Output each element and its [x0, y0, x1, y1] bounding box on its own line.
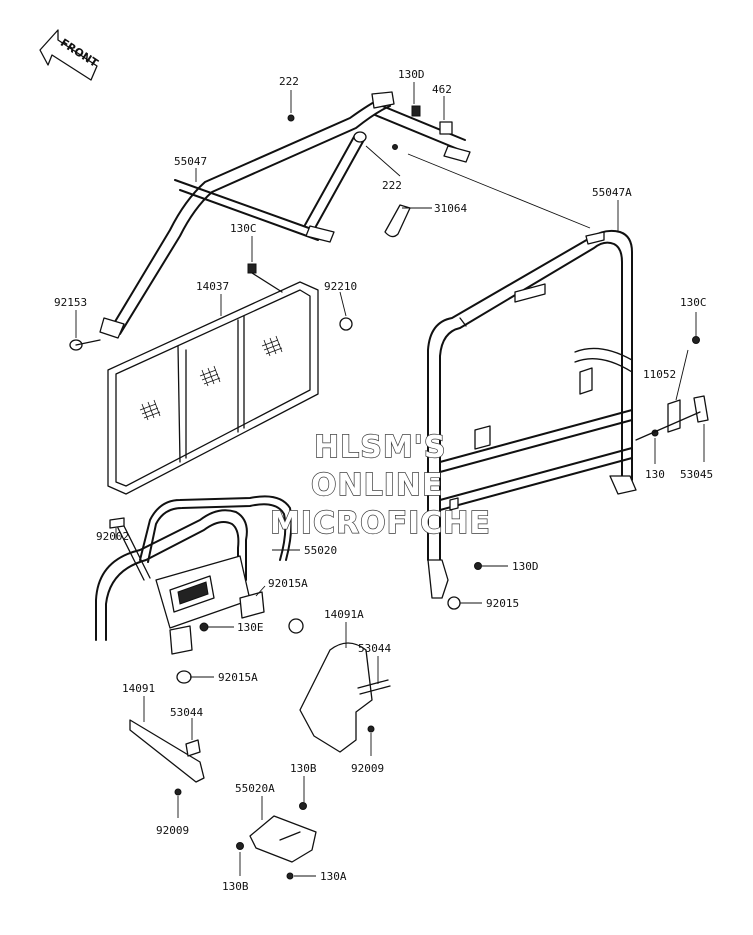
part-label[interactable]: 92015A [268, 577, 308, 590]
alignment-line [407, 153, 591, 229]
part-labels: 222 130D 462 55047 222 31064 55047A 130C… [54, 68, 713, 893]
part-label[interactable]: 130C [230, 222, 257, 235]
part-label[interactable]: 14037 [196, 280, 229, 293]
part-label[interactable]: 92015 [486, 597, 519, 610]
part-label[interactable]: 92002 [96, 530, 129, 543]
part-label[interactable]: 222 [382, 179, 402, 192]
cab-frame-55047a [427, 229, 637, 599]
part-label[interactable]: 130B [290, 762, 317, 775]
front-arrow-icon: FRONT [39, 29, 101, 81]
leader-lines [75, 82, 705, 877]
part-label[interactable]: 92009 [351, 762, 384, 775]
hardware [69, 105, 709, 880]
part-label[interactable]: 130E [237, 621, 264, 634]
part-label[interactable]: 55020 [304, 544, 337, 557]
bracket-31064 [384, 204, 411, 238]
part-label[interactable]: 92153 [54, 296, 87, 309]
part-label[interactable]: 92015A [218, 671, 258, 684]
part-label[interactable]: 130C [680, 296, 707, 309]
clip-53044-right [357, 679, 391, 695]
part-label[interactable]: 130D [512, 560, 539, 573]
part-label[interactable]: 130D [398, 68, 425, 81]
watermark-line: ONLINE [311, 468, 444, 503]
clip-53044-left [185, 739, 201, 757]
part-label[interactable]: 130A [320, 870, 347, 883]
watermark: HLSM'S ONLINE MICROFICHE [269, 429, 491, 541]
screen-14037 [107, 281, 319, 495]
part-label[interactable]: 14091A [324, 608, 364, 621]
bumper-55020 [95, 495, 293, 655]
part-label[interactable]: 130B [222, 880, 249, 893]
part-label[interactable]: 53044 [170, 706, 203, 719]
part-label[interactable]: 55047A [592, 186, 632, 199]
part-label[interactable]: 53045 [680, 468, 713, 481]
part-label[interactable]: 92009 [156, 824, 189, 837]
watermark-line: HLSM'S [314, 430, 446, 465]
roof-bar-55047 [99, 91, 471, 339]
part-label[interactable]: 92210 [324, 280, 357, 293]
part-label[interactable]: 462 [432, 83, 452, 96]
part-label[interactable]: 55020A [235, 782, 275, 795]
part-label[interactable]: 55047 [174, 155, 207, 168]
part-label[interactable]: 222 [279, 75, 299, 88]
watermark-line: MICROFICHE [270, 506, 491, 541]
part-label[interactable]: 130 [645, 468, 665, 481]
part-label[interactable]: 31064 [434, 202, 467, 215]
guard-14091a [299, 642, 373, 753]
part-label[interactable]: 53044 [358, 642, 391, 655]
part-label[interactable]: 14091 [122, 682, 155, 695]
part-label[interactable]: 11052 [643, 368, 676, 381]
